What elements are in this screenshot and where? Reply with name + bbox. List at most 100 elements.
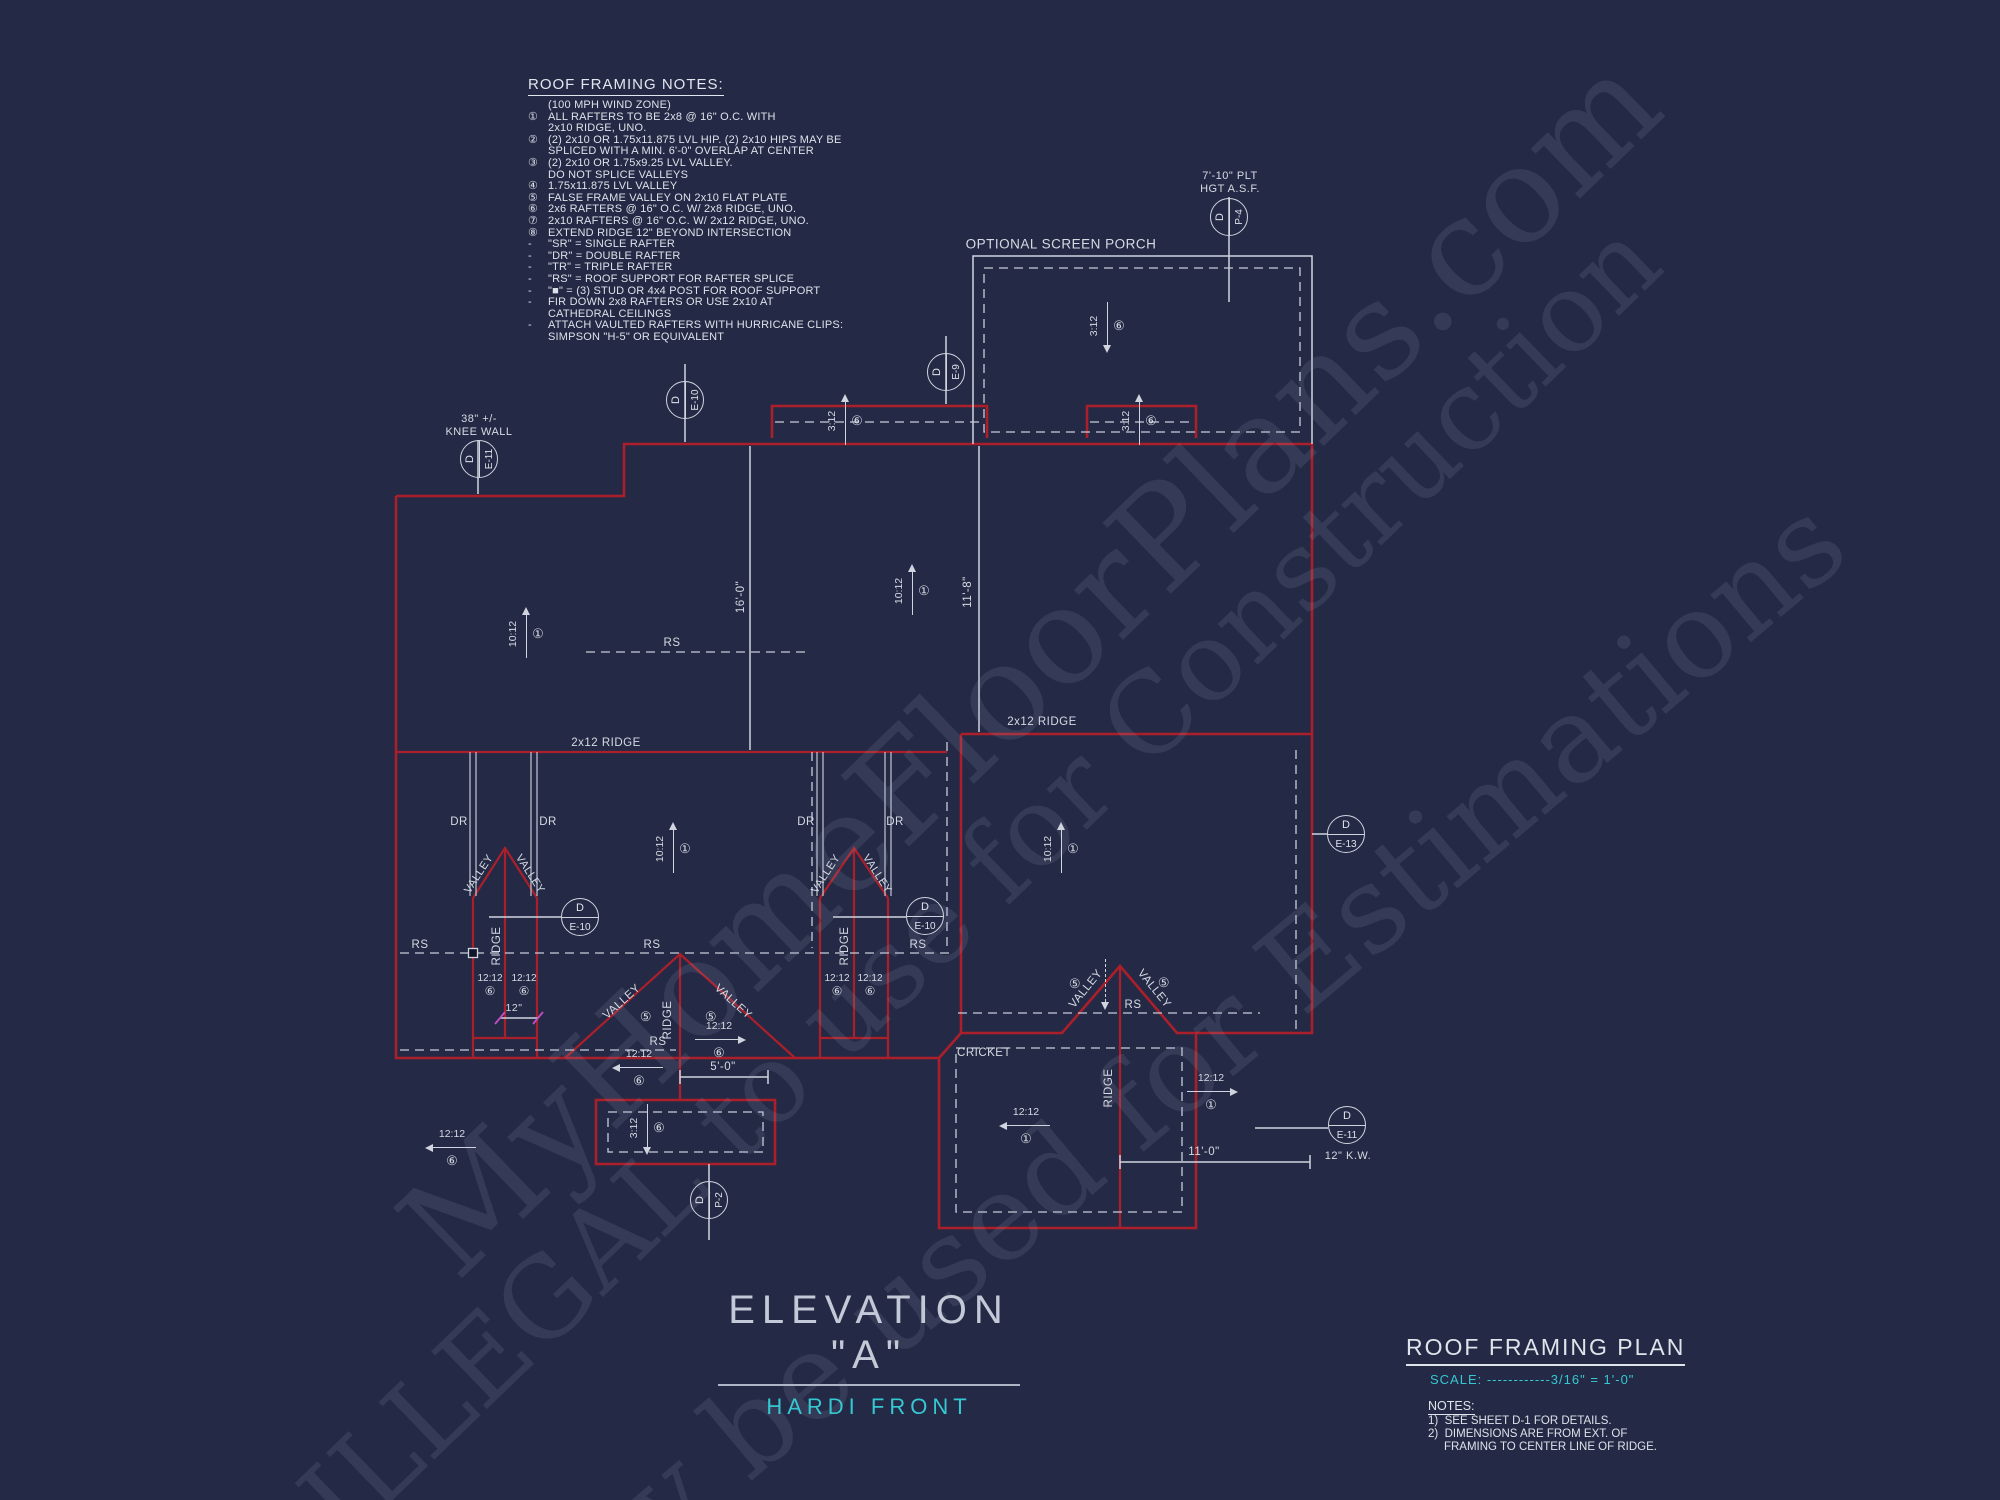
post-marker [467, 947, 479, 959]
slope-note-digit: ① [918, 583, 930, 598]
roof-support-label: RS [1124, 999, 1142, 1011]
ridge-label: RIDGE [491, 926, 503, 966]
title-block: ROOF FRAMING PLAN SCALE: ------------3/1… [1406, 1334, 1686, 1454]
callout-sheet-letter: D [576, 902, 584, 914]
note-text: CATHEDRAL CEILINGS [548, 307, 672, 320]
slope-arrow-left-icon [425, 1143, 433, 1152]
slope-ratio: 10:12 [893, 577, 905, 605]
plate-height-note-line2: HGT A.S.F. [1200, 183, 1260, 195]
knee-wall-note-line1: 38" +/- [461, 413, 497, 425]
slope-line [912, 567, 913, 615]
callout-sheet-letter: D [694, 1196, 706, 1204]
slope-ratio: 10:12 [1042, 835, 1054, 863]
slope-line [673, 825, 674, 873]
note-marker: - [528, 319, 532, 332]
note-line: -FIR DOWN 2x8 RAFTERS OR USE 2x10 AT [528, 296, 843, 309]
slope-note-digit: ⑥ [713, 1045, 725, 1060]
callout-detail-number: P-2 [709, 1182, 728, 1218]
note-marker: ① [528, 110, 539, 123]
note-line: -"■" = (3) STUD OR 4x4 POST FOR ROOF SUP… [528, 284, 843, 298]
slope-note-digit: ⑥ [831, 984, 843, 998]
elevation-subtitle: HARDI FRONT [766, 1394, 972, 1419]
double-rafter-lines [469, 752, 892, 896]
note-text: "DR" = DOUBLE RAFTER [548, 249, 681, 262]
callout-detail-number: P-4 [1229, 199, 1248, 235]
note-text: FALSE FRAME VALLEY ON 2x10 FLAT PLATE [548, 191, 788, 204]
slope-annotation: 10:12 ① [893, 564, 933, 618]
ridge-label: RIDGE [662, 1000, 674, 1040]
slope-line [1107, 302, 1108, 350]
dimension-label: 12" [505, 1002, 523, 1014]
note-text: SIMPSON "H-5" OR EQUIVALENT [548, 330, 725, 343]
slope-line [845, 397, 846, 445]
note-text: 2x10 RAFTERS @ 16" O.C. W/ 2x12 RIDGE, U… [548, 214, 809, 227]
optional-screen-porch-label: OPTIONAL SCREEN PORCH [965, 236, 1157, 252]
note-line: SPLICED WITH A MIN. 6'-0" OVERLAP AT CEN… [528, 146, 843, 158]
roof-support-label: RS [649, 1036, 667, 1048]
slope-line [1061, 825, 1062, 873]
note-text: (100 MPH WIND ZONE) [548, 99, 671, 111]
note-marker [528, 100, 548, 112]
title-block-notes: 1) SEE SHEET D-1 FOR DETAILS.2) DIMENSIO… [1406, 1415, 1685, 1454]
slope-line [647, 1104, 648, 1152]
slope-note-digit: ⑥ [851, 413, 863, 428]
title-block-note: 1) SEE SHEET D-1 FOR DETAILS. [1428, 1415, 1612, 1427]
slope-arrow-up-icon [1057, 822, 1065, 830]
valley-note-digit: ⑤ [1068, 976, 1082, 991]
ridge-size-label-left: 2x12 RIDGE [571, 737, 641, 749]
slope-ratio: 3:12 [628, 1117, 640, 1139]
valley-note-digit: ⑤ [1157, 975, 1171, 990]
note-line: CATHEDRAL CEILINGS [528, 307, 843, 321]
callout-detail-number: E-10 [907, 916, 943, 935]
dimension-label: 5'-0" [710, 1061, 736, 1073]
slope-ratio: 12:12 [511, 973, 537, 984]
note-line: ③(2) 2x10 OR 1.75x9.25 LVL VALLEY. [528, 157, 843, 170]
slope-arrow-left-icon [999, 1121, 1007, 1130]
note-text: SPLICED WITH A MIN. 6'-0" OVERLAP AT CEN… [548, 145, 814, 158]
notes-lines: (100 MPH WIND ZONE) ① ALL RAFTERS TO BE 2x… [528, 99, 843, 343]
note-line: (100 MPH WIND ZONE) [528, 99, 843, 112]
note-line: ⑦ 2x10 RAFTERS @ 16" O.C. W/ 2x12 RIDGE, … [528, 214, 843, 228]
note-text: DO NOT SPLICE VALLEYS [548, 168, 689, 181]
double-rafter-label: DR [797, 816, 815, 828]
sheet-title-group: ELEVATION "A" HARDI FRONT [718, 1288, 1020, 1420]
valley-note-digit: ⑤ [704, 1009, 718, 1024]
note-marker: - [528, 284, 532, 297]
slope-ratio: 12:12 [438, 1128, 466, 1140]
scale-note: SCALE: ------------3/16" = 1'-0" [1430, 1372, 1635, 1387]
title-block-notes-title: NOTES: [1428, 1399, 1475, 1415]
double-rafter-label: DR [539, 816, 557, 828]
note-marker: ⑦ [528, 214, 539, 227]
slope-note-digit: ⑥ [864, 984, 876, 998]
note-text: "RS" = ROOF SUPPORT FOR RAFTER SPLICE [548, 272, 795, 285]
roof-support-label: RS [411, 939, 429, 951]
slope-ratio: 12:12 [705, 1020, 733, 1032]
double-rafter-label: DR [886, 816, 904, 828]
note-line: -"RS" = ROOF SUPPORT FOR RAFTER SPLICE [528, 272, 843, 286]
valley-note-digit: ⑤ [639, 1009, 653, 1024]
slope-arrow-up-icon [841, 394, 849, 402]
note-text: ALL RAFTERS TO BE 2x8 @ 16" O.C. WITH [548, 110, 776, 123]
slope-ratio: 12:12 [477, 973, 503, 984]
slope-ratio: 12:12 [1197, 1072, 1225, 1084]
note-marker: - [528, 238, 532, 251]
slope-arrow-right-icon [1230, 1087, 1238, 1096]
note-line: DO NOT SPLICE VALLEYS [528, 168, 843, 182]
slope-line [1002, 1125, 1050, 1126]
callout-sheet-letter: D [931, 368, 943, 376]
note-text: EXTEND RIDGE 12" BEYOND INTERSECTION [548, 226, 792, 239]
